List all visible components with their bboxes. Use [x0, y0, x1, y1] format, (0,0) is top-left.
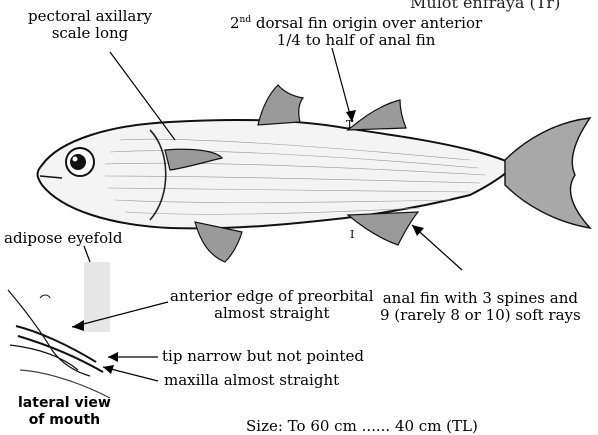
label-pectoral-axillary: pectoral axillary scale long [28, 8, 152, 42]
label-anal-fin: anal fin with 3 spines and 9 (rarely 8 o… [380, 290, 581, 324]
label-preorbital-line1: anterior edge of preorbital [170, 288, 374, 305]
fish-body-outline [38, 120, 516, 228]
label-pectoral-axillary-line1: pectoral axillary [28, 8, 152, 25]
anal-fin [348, 212, 418, 245]
caudal-fin [505, 118, 590, 228]
mouth-detail-drawing [8, 262, 110, 398]
second-dorsal-fin [348, 100, 406, 130]
caption-lateral-view: lateral view of mouth [18, 395, 111, 429]
caption-lateral-line1: lateral view [18, 395, 111, 412]
marker-bottom: I [350, 226, 354, 243]
label-maxilla: maxilla almost straight [164, 372, 339, 389]
label-anal-fin-line2: 9 (rarely 8 or 10) soft rays [380, 307, 581, 324]
label-preorbital-line2: almost straight [170, 305, 374, 322]
label-dorsal-line2: 1/4 to half of anal fin [230, 32, 482, 49]
label-preorbital: anterior edge of preorbital almost strai… [170, 288, 374, 322]
label-tip-narrow: tip narrow but not pointed [162, 348, 364, 365]
first-dorsal-fin [258, 85, 303, 125]
size-footer-fragment: Size: To 60 cm ...... 40 cm (TL) [246, 418, 478, 435]
marker-t: T [346, 116, 353, 133]
label-pectoral-axillary-line2: scale long [28, 25, 152, 42]
header-fragment: Mulot enfraya (Tr) [410, 0, 560, 11]
label-anal-fin-line1: anal fin with 3 spines and [380, 290, 581, 307]
label-adipose-eyefold: adipose eyefold [4, 230, 123, 247]
caption-lateral-line2: of mouth [18, 412, 111, 429]
label-dorsal-line1: 2nd dorsal fin origin over anterior [230, 15, 482, 32]
label-dorsal-fin-origin: 2nd dorsal fin origin over anterior 1/4 … [230, 15, 482, 49]
